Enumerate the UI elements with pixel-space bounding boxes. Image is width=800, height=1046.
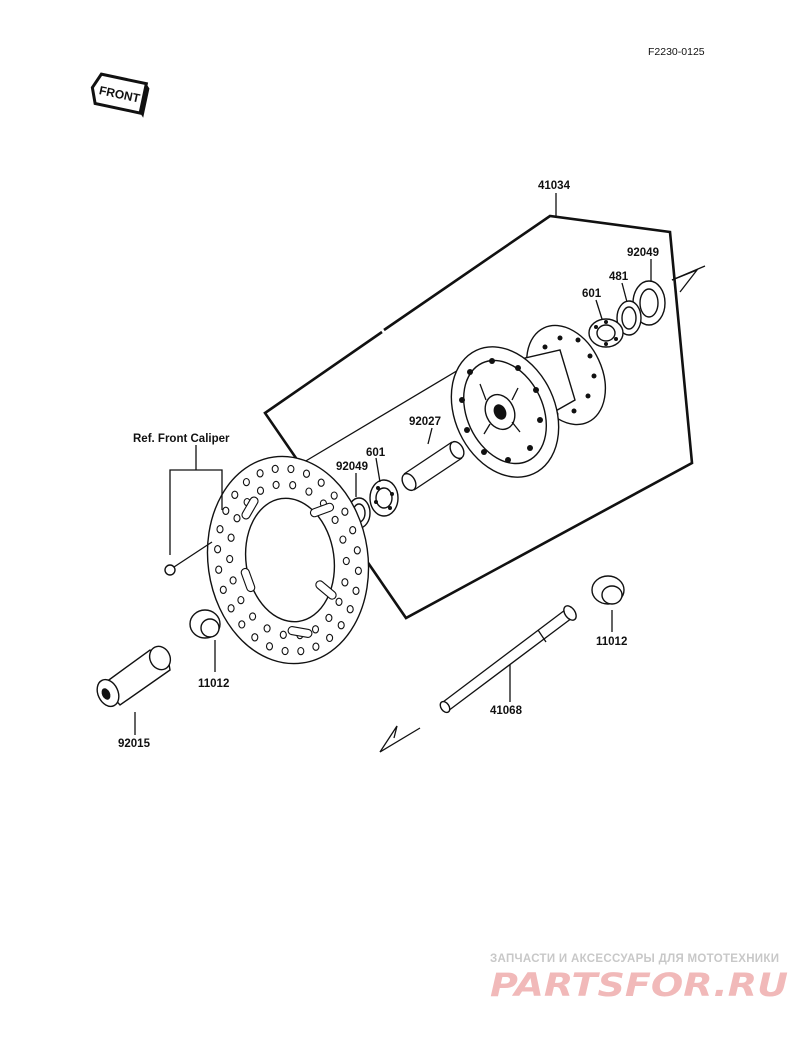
disc-slot bbox=[240, 567, 256, 593]
axle bbox=[439, 605, 577, 714]
brake-disc bbox=[206, 455, 370, 665]
disc-vent-hole bbox=[251, 633, 259, 642]
label-92015: 92015 bbox=[118, 738, 151, 750]
disc-vent-hole bbox=[341, 507, 349, 516]
disc-vent-hole bbox=[287, 464, 295, 474]
disc-vent-hole bbox=[341, 578, 349, 587]
disc-vent-hole bbox=[279, 630, 287, 639]
disc-vent-hole bbox=[238, 620, 246, 629]
disc-vent-hole bbox=[222, 506, 230, 515]
disc-vent-hole bbox=[233, 514, 241, 523]
disc-vent-hole bbox=[271, 464, 279, 474]
disc-vent-hole bbox=[263, 624, 271, 633]
disc-vent-hole bbox=[339, 535, 347, 544]
disc-vent-hole bbox=[342, 556, 350, 566]
label-601-left: 601 bbox=[366, 447, 386, 459]
disc-vent-hole bbox=[325, 613, 333, 623]
disc-vent-hole bbox=[330, 491, 338, 500]
disc-vent-hole bbox=[226, 554, 234, 564]
disc-vent-hole bbox=[297, 646, 305, 656]
label-92049-left: 92049 bbox=[336, 461, 368, 473]
disc-vent-hole bbox=[231, 490, 239, 499]
label-92027: 92027 bbox=[409, 416, 441, 428]
disc-vent-hole bbox=[215, 565, 223, 574]
disc-vent-hole bbox=[272, 480, 280, 490]
disc-vent-hole bbox=[256, 486, 265, 495]
disc-vent-hole bbox=[219, 585, 227, 594]
caliper-bolt bbox=[164, 541, 213, 576]
disc-vent-hole bbox=[331, 515, 339, 525]
ball-bearing-right bbox=[588, 318, 624, 348]
disc-vent-hole bbox=[312, 642, 320, 651]
disc-vent-hole bbox=[354, 566, 362, 575]
disc-vent-hole bbox=[335, 597, 343, 606]
disc-vent-hole bbox=[242, 477, 250, 487]
spacer-right bbox=[616, 300, 642, 336]
label-41034: 41034 bbox=[538, 180, 571, 192]
disc-vent-hole bbox=[265, 642, 274, 651]
disc-vent-hole bbox=[326, 633, 334, 643]
disc-vent-hole bbox=[281, 646, 289, 656]
figure-code: F2230-0125 bbox=[648, 46, 705, 58]
direction-arrow-left bbox=[379, 725, 421, 753]
label-11012-left: 11012 bbox=[198, 678, 229, 690]
disc-vent-hole bbox=[289, 481, 297, 490]
disc-vent-hole bbox=[227, 604, 235, 613]
label-601-right: 601 bbox=[582, 288, 602, 300]
disc-vent-hole bbox=[349, 526, 357, 535]
collar-right bbox=[591, 575, 625, 632]
distance-collar bbox=[401, 440, 465, 492]
disc-vent-hole bbox=[256, 469, 264, 478]
label-11012-right: 11012 bbox=[596, 636, 627, 648]
ball-bearing-left bbox=[369, 479, 399, 517]
disc-vent-hole bbox=[353, 546, 361, 555]
label-ref-front-caliper: Ref. Front Caliper bbox=[133, 433, 230, 445]
disc-vent-hole bbox=[237, 595, 245, 605]
disc-slot bbox=[287, 626, 313, 638]
disc-slot bbox=[309, 502, 335, 518]
watermark-logo: PARTSFOR.RU bbox=[490, 966, 788, 1004]
disc-slot bbox=[315, 580, 337, 600]
caliper-ref-bracket bbox=[169, 445, 223, 555]
wheel-hub bbox=[450, 324, 607, 478]
label-92049-right: 92049 bbox=[627, 247, 659, 259]
direction-arrow-right bbox=[671, 265, 706, 293]
assembly-bracket bbox=[263, 193, 694, 620]
disc-vent-hole bbox=[317, 478, 325, 487]
disc-vent-hole bbox=[249, 612, 257, 621]
collar-left bbox=[189, 609, 221, 672]
label-481: 481 bbox=[609, 271, 629, 283]
disc-vent-hole bbox=[216, 525, 224, 534]
disc-vent-hole bbox=[302, 469, 311, 478]
disc-vent-hole bbox=[227, 533, 235, 542]
disc-vent-hole bbox=[346, 605, 354, 614]
disc-vent-hole bbox=[214, 545, 222, 554]
disc-slot bbox=[241, 496, 259, 520]
watermark-caption: ЗАПЧАСТИ И АКСЕССУАРЫ ДЛЯ МОТОТЕХНИКИ bbox=[490, 953, 779, 965]
axle-nut bbox=[96, 645, 172, 735]
disc-vent-hole bbox=[337, 621, 345, 630]
disc-vent-hole bbox=[311, 625, 320, 634]
disc-vent-hole bbox=[352, 586, 360, 595]
label-41068: 41068 bbox=[490, 705, 523, 717]
disc-vent-hole bbox=[305, 487, 313, 496]
front-direction-badge: FRONT bbox=[90, 72, 150, 118]
disc-vent-hole bbox=[229, 576, 237, 585]
